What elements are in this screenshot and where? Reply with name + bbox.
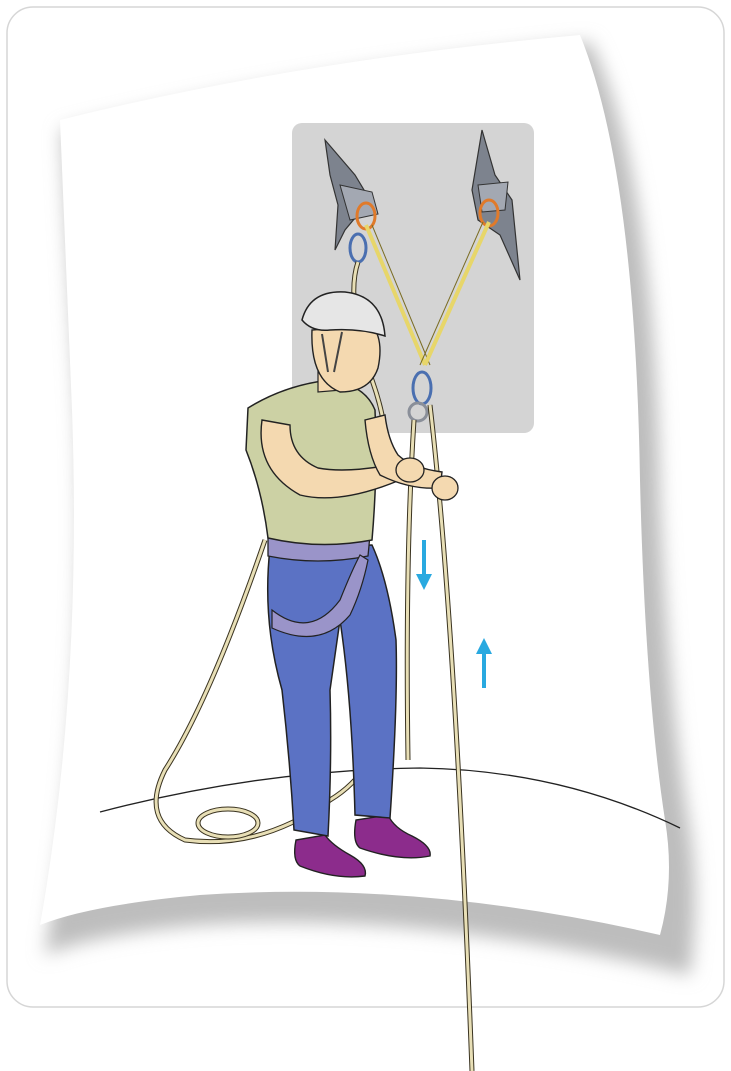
- right-hand: [396, 458, 424, 482]
- left-hand: [432, 476, 458, 500]
- shirt: [246, 380, 376, 545]
